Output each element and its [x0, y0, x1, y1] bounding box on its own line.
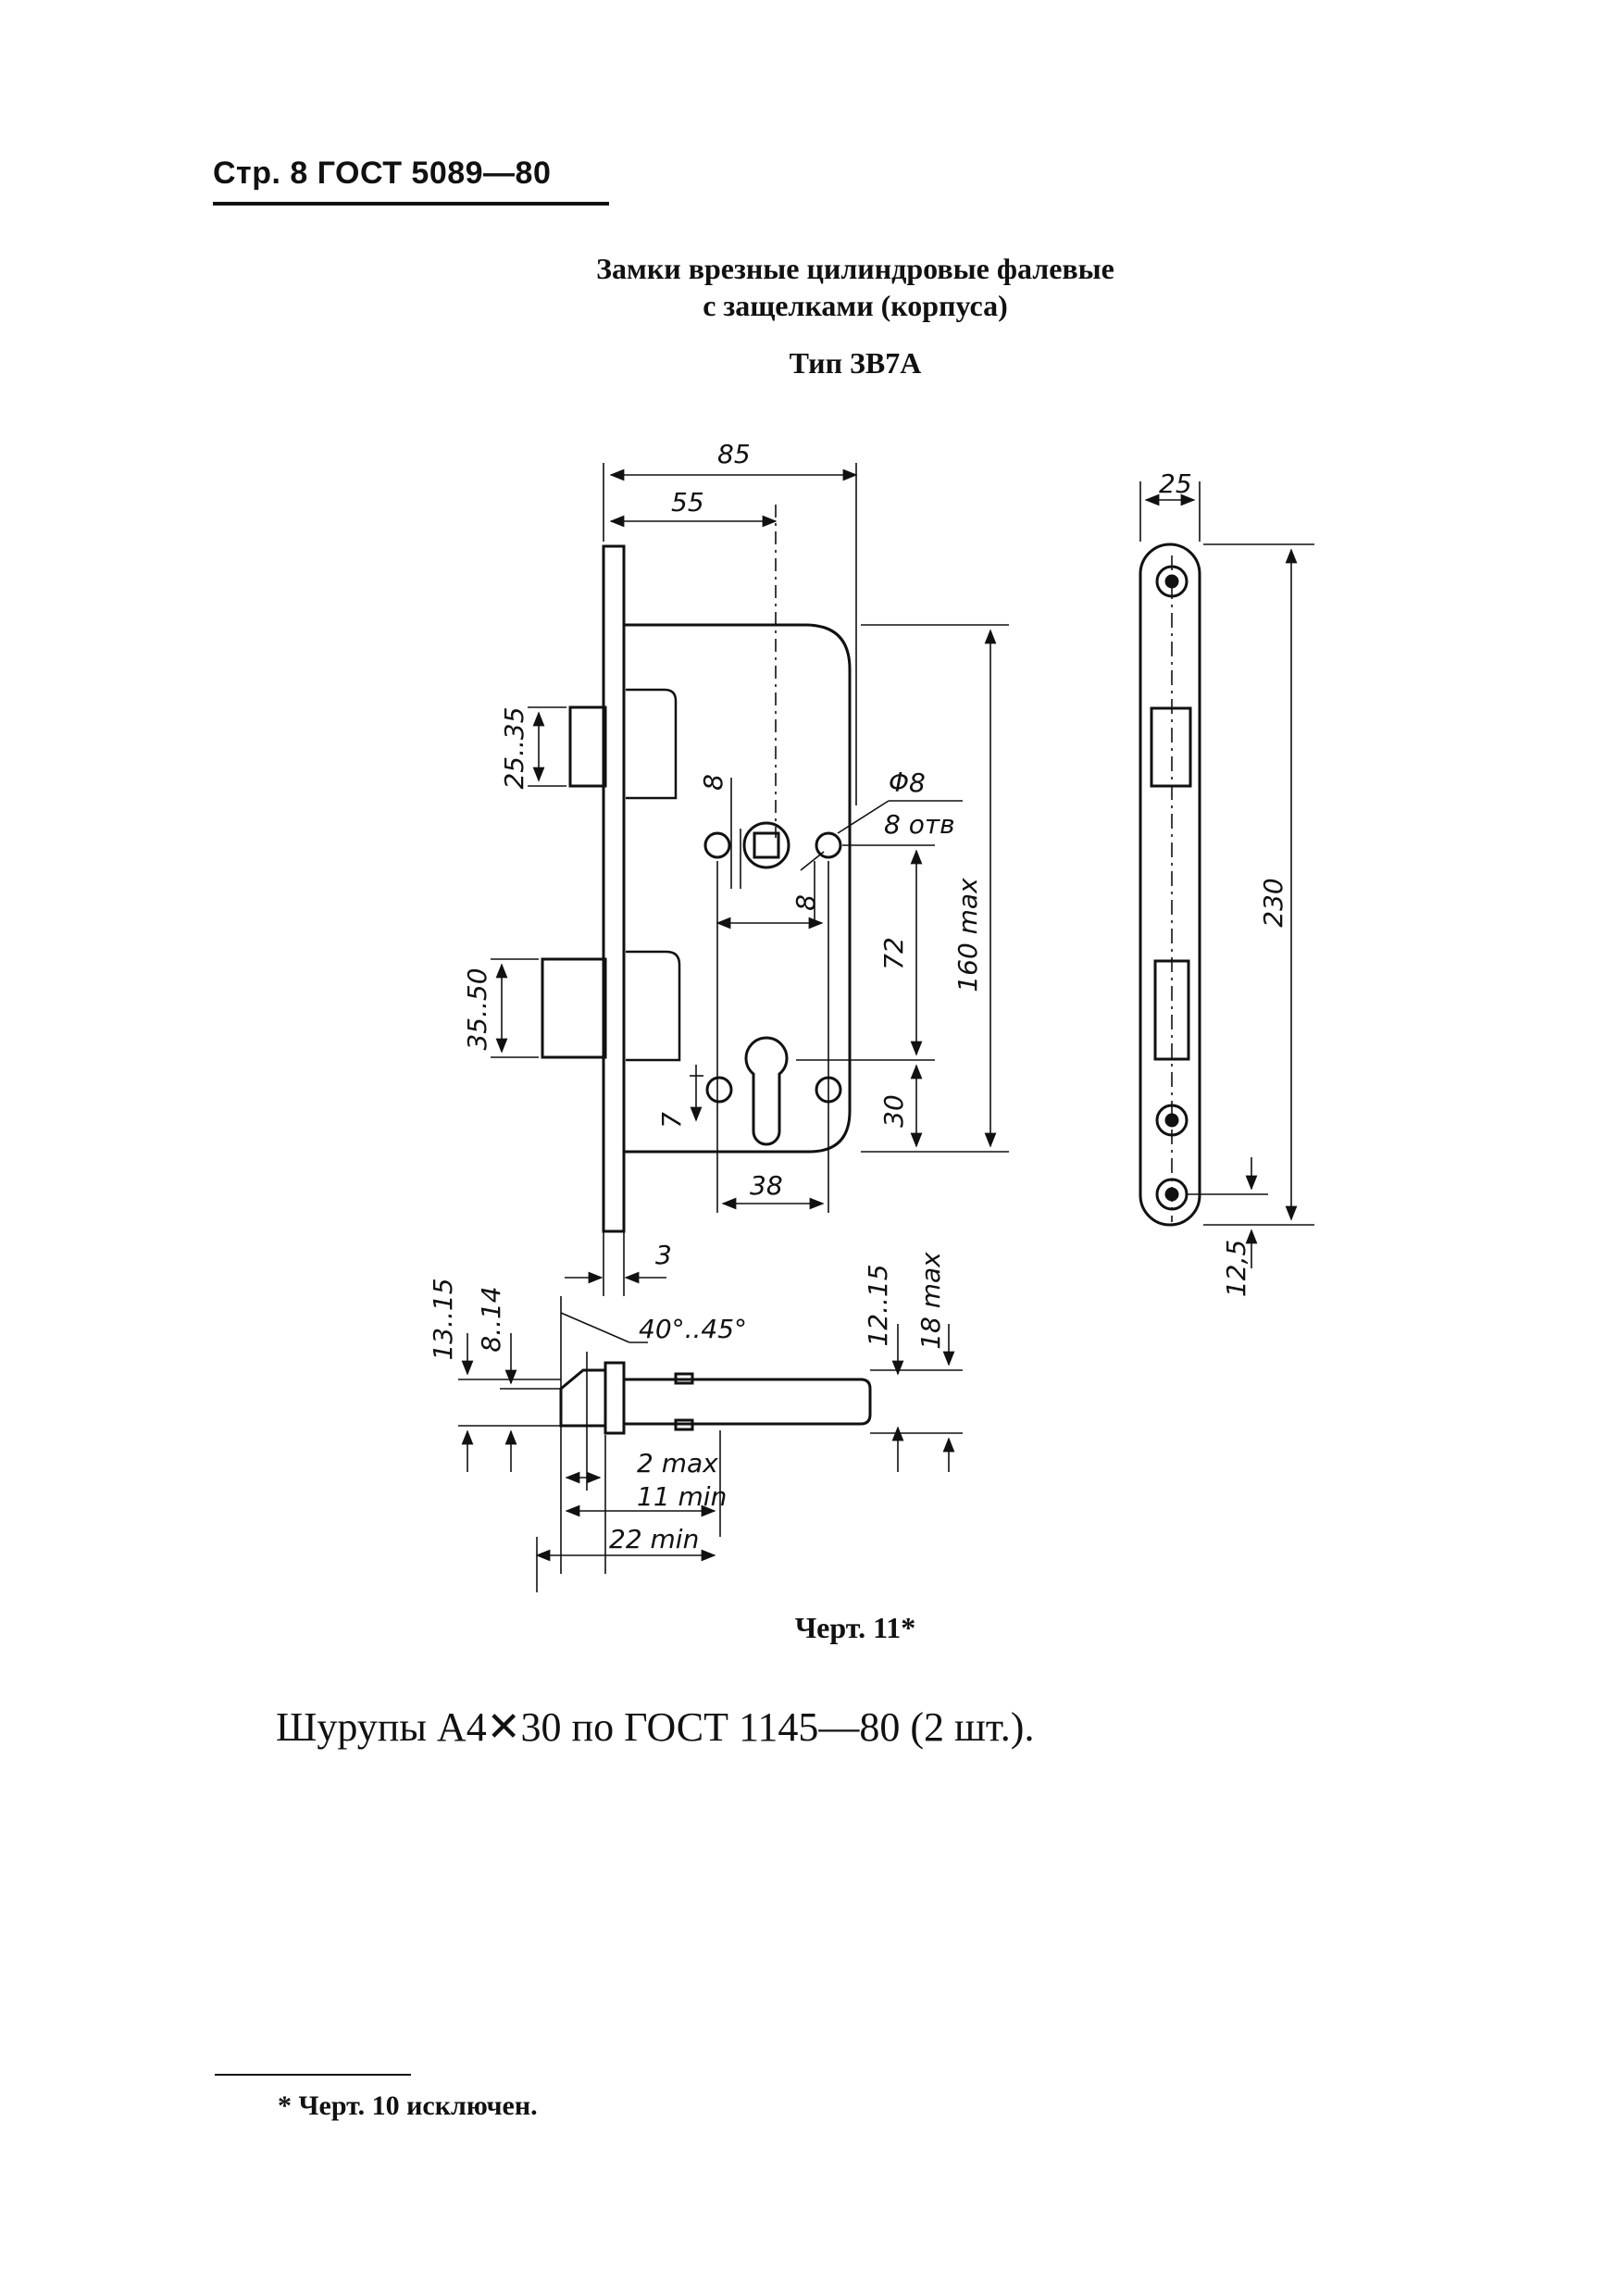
latch-view-dimension-labels: 13..15 8..14 40°..45° 12..15 18 max 2 ma…	[428, 1252, 946, 1554]
dim-8-top: 8	[698, 774, 728, 791]
dim-11min: 11 min	[637, 1481, 727, 1512]
lock-technical-drawing: 85 55 25..35 8 Φ8 8 отв 8 72 160 max 35.…	[428, 439, 1314, 1592]
front-view	[541, 544, 852, 1233]
screw-hole-right-top	[815, 831, 842, 859]
dim-8-bottom: 8	[790, 894, 821, 911]
dim-230: 230	[1258, 878, 1288, 927]
dim-25-side: 25	[1159, 468, 1192, 499]
footnote: * Черт. 10 исключен.	[278, 2090, 538, 2121]
drawing-title-line-2: с защелками (корпуса)	[703, 289, 1008, 322]
cylinder-keyhole	[744, 1036, 789, 1146]
drawing-type-label: Тип ЗВ7А	[789, 346, 922, 380]
dim-phi8: Φ8	[889, 767, 926, 798]
dim-12-15: 12..15	[863, 1264, 893, 1346]
dim-85: 85	[717, 439, 751, 469]
dim-72: 72	[878, 937, 909, 970]
dim-13-15: 13..15	[428, 1278, 458, 1360]
faceplate	[602, 544, 626, 1233]
dim-22min: 22 min	[609, 1524, 699, 1554]
faceplate-side	[1139, 543, 1201, 1227]
dim-18max: 18 max	[915, 1252, 946, 1350]
dim-25-35: 25..35	[499, 706, 529, 789]
dim-2max: 2 max	[637, 1448, 718, 1479]
footnote-rule	[215, 2074, 411, 2076]
drawing-caption: Черт. 11*	[794, 1611, 916, 1644]
page-header: Стр. 8 ГОСТ 5089—80	[213, 156, 552, 191]
drawing-title-line-1: Замки врезные цилиндровые фалевые	[596, 252, 1114, 285]
latch-bolt	[568, 705, 607, 788]
screw-hole-left-bottom	[705, 1076, 733, 1104]
case-body	[624, 623, 852, 1154]
latch-view-construction-lines	[458, 1296, 963, 1592]
dim-35-50: 35..50	[462, 967, 492, 1050]
dim-8-14: 8..14	[476, 1286, 506, 1352]
latch-top-view	[559, 1361, 872, 1435]
lower-slot	[626, 950, 681, 1062]
screw-hole-left-top	[703, 831, 731, 859]
front-view-dimension-labels: 85 55 25..35 8 Φ8 8 отв 8 72 160 max 35.…	[462, 439, 983, 1270]
side-latch-window	[1150, 706, 1192, 788]
latch-lug-bottom	[674, 1418, 694, 1431]
spindle-square	[753, 831, 780, 859]
side-view-construction-lines	[1139, 481, 1314, 1268]
front-view-construction-lines	[491, 463, 1009, 1296]
header-rule	[213, 202, 609, 206]
screws-note: Шурупы А4✕30 по ГОСТ 1145—80 (2 шт.).	[276, 1704, 1035, 1750]
dim-160max: 160 max	[952, 878, 983, 992]
dim-8-holes: 8 отв	[884, 809, 955, 840]
dim-7: 7	[656, 1112, 687, 1129]
dead-bolt	[541, 957, 607, 1059]
dim-30: 30	[878, 1094, 909, 1128]
latch-faceplate-section	[604, 1361, 626, 1435]
dim-12-5: 12,5	[1221, 1240, 1251, 1297]
latch-case-section	[624, 1378, 872, 1426]
upper-slot	[626, 688, 678, 800]
dim-40-45-deg: 40°..45°	[639, 1314, 747, 1344]
dim-3: 3	[655, 1240, 672, 1270]
latch-bevel	[559, 1368, 607, 1428]
dim-55: 55	[671, 487, 704, 518]
side-view-dimension-labels: 25 230 12,5	[1159, 468, 1288, 1297]
dim-38: 38	[750, 1170, 783, 1201]
side-view	[1139, 543, 1201, 1227]
latch-lug-top	[674, 1372, 694, 1385]
spindle-hub	[742, 821, 790, 869]
